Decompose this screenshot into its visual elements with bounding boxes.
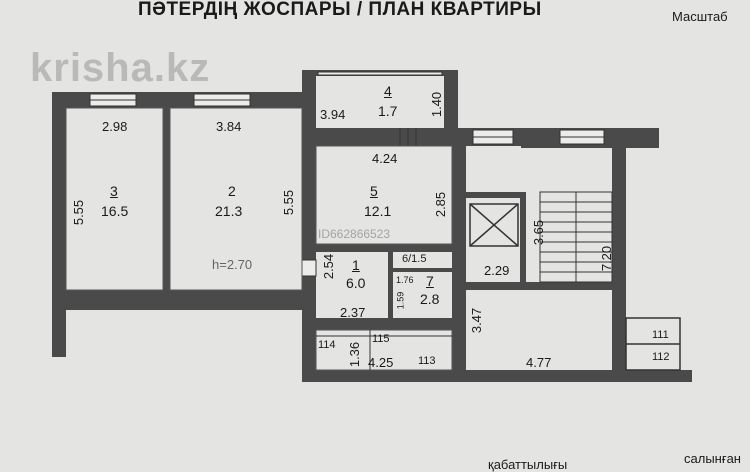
watermark-logo: krisha.kz <box>30 46 211 90</box>
room-number-2: 2 <box>228 183 236 199</box>
wall <box>466 192 526 198</box>
room-area-7: 2.8 <box>420 291 440 307</box>
built-label: салынған <box>684 451 741 466</box>
room-number-4: 4 <box>384 83 392 99</box>
plan-title: ПӘТЕРДІҢ ЖОСПАРЫ / ПЛАН КВАРТИРЫ <box>138 0 542 20</box>
marker-112: 112 <box>652 351 670 363</box>
room-area-4: 1.7 <box>378 103 398 119</box>
dim-label: 2.29 <box>484 263 510 278</box>
room-area-3: 16.5 <box>101 203 129 219</box>
listing-id: ID662866523 <box>318 227 391 241</box>
room-number-5: 5 <box>370 183 378 199</box>
room-area-2: 21.3 <box>215 203 243 219</box>
marker-114: 114 <box>318 339 336 351</box>
room-outline <box>65 107 164 291</box>
dim-label: 2.37 <box>340 305 366 320</box>
elevator-shaft <box>469 203 519 247</box>
wall <box>388 252 393 320</box>
dim-label: 2.54 <box>321 253 337 280</box>
window <box>317 71 443 76</box>
wall <box>444 70 458 128</box>
dim-label: 4.77 <box>526 355 552 370</box>
wall <box>52 92 66 357</box>
marker-115: 115 <box>372 333 390 345</box>
dim-label: 1.40 <box>429 91 445 118</box>
ceiling-height: h=2.70 <box>212 257 253 272</box>
wall <box>612 146 626 374</box>
room-area-5: 12.1 <box>364 203 392 219</box>
wall <box>302 92 316 382</box>
scale-label: Масштаб <box>672 9 728 24</box>
room-outline <box>315 329 453 371</box>
dim-label: 3.94 <box>320 107 346 122</box>
wall <box>316 128 521 146</box>
room-number-6: 6/1.5 <box>402 253 427 265</box>
room-number-1: 1 <box>352 257 360 273</box>
dim-label: 7.20 <box>599 245 615 272</box>
dim-label: 1.76 <box>396 275 414 285</box>
dim-label: 5.55 <box>71 199 87 226</box>
room-outline <box>315 145 453 245</box>
dim-label: 1.59 <box>395 291 406 310</box>
wall <box>302 70 316 110</box>
dim-label: 4.24 <box>372 151 398 166</box>
dim-label: 3.65 <box>531 219 547 246</box>
wall <box>452 146 466 382</box>
wall <box>466 282 612 290</box>
wall <box>316 244 452 252</box>
marker-113: 113 <box>418 355 436 367</box>
marker-111: 111 <box>652 329 669 341</box>
window <box>301 259 317 277</box>
dim-label: 3.47 <box>469 307 485 334</box>
room-outline <box>169 107 303 291</box>
wall <box>520 192 526 282</box>
wall <box>316 370 692 382</box>
floors-label: қабаттылығы <box>488 457 568 472</box>
room-area-1: 6.0 <box>346 275 366 291</box>
wall <box>393 268 452 272</box>
dim-label: 2.85 <box>433 191 449 218</box>
wall <box>163 108 170 290</box>
dim-label: 3.84 <box>216 119 242 134</box>
wall <box>66 290 302 310</box>
dim-label: 5.55 <box>281 189 297 216</box>
dim-label: 1.36 <box>347 341 363 368</box>
room-number-3: 3 <box>110 183 118 199</box>
wall <box>316 318 452 330</box>
dim-label: 2.98 <box>102 119 128 134</box>
dim-label: 4.25 <box>368 355 394 370</box>
room-number-7: 7 <box>426 273 434 289</box>
